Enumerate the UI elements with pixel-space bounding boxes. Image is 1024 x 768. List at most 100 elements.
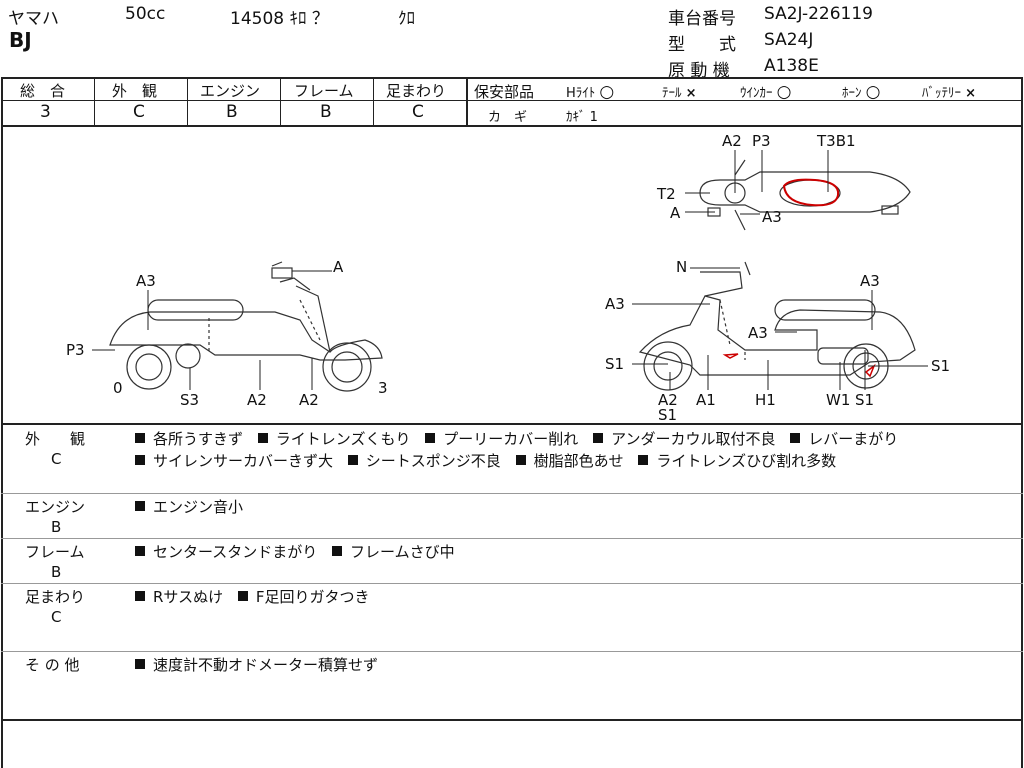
- suspension-grade-label: 足まわり: [386, 82, 447, 100]
- exterior-grade: C: [133, 102, 145, 122]
- left-view-label-a: A: [333, 258, 344, 276]
- defect-item: F足回りガタつき: [237, 588, 370, 606]
- right-view-label-s1-right: S1: [931, 357, 950, 375]
- right-view-label-a3-top: A3: [860, 272, 880, 290]
- right-view-label-s1-bottom2: S1: [855, 391, 874, 409]
- color: ｸﾛ: [398, 9, 415, 29]
- detail-engine-grade: B: [51, 518, 62, 536]
- suspension-grade: C: [412, 102, 424, 122]
- grade-table-mid: [1, 100, 467, 101]
- safety-item-label: Hﾗｲﾄ: [566, 86, 596, 101]
- defect-item: レバーまがり: [790, 430, 898, 448]
- type-label: 型 式: [668, 35, 736, 55]
- right-view-label-h1: H1: [755, 391, 776, 409]
- bullet-square-icon: [332, 546, 343, 556]
- bullet-square-icon: [135, 546, 145, 556]
- bullet-square-icon: [593, 433, 604, 443]
- bullet-square-icon: [638, 455, 649, 465]
- defect-item: ライトレンズくもり: [257, 430, 411, 448]
- key-value: ｶｷﾞ 1: [566, 110, 598, 125]
- right-view-label-n: N: [676, 258, 687, 276]
- defect-item: 樹脂部色あせ: [515, 452, 624, 470]
- defect-item: アンダーカウル取付不良: [593, 430, 775, 448]
- defect-item: センタースタンドまがり: [135, 543, 317, 561]
- top-view-label-t3b1: T3B1: [816, 132, 856, 150]
- detail-engine-label: エンジン: [25, 498, 86, 516]
- top-view-label-a2: A2: [722, 132, 742, 150]
- bullet-square-icon: [257, 433, 268, 443]
- detail-exterior-line1: 各所うすきず ライトレンズくもり プーリーカバー削れ アンダーカウル取付不良 レ…: [135, 428, 908, 449]
- bullet-square-icon: [790, 433, 801, 443]
- safety-item-label: ｳｲﾝｶｰ: [740, 86, 773, 101]
- safety-item-tail: ﾃｰﾙ ×: [662, 82, 697, 101]
- detail-exterior-label: 外 観: [25, 430, 86, 448]
- details-bottom: [1, 719, 1023, 721]
- safety-item-headlight: Hﾗｲﾄ ○: [566, 82, 614, 102]
- safety-parts-label: 保安部品: [474, 83, 535, 101]
- safety-item-status: ○: [865, 82, 881, 102]
- top-view-label-t2: T2: [656, 185, 676, 203]
- safety-item-status: ○: [599, 82, 615, 102]
- details-sep-1: [1, 493, 1023, 494]
- left-view-label-s3: S3: [180, 391, 199, 409]
- safety-mid: [467, 100, 1023, 101]
- right-view-label-s1-bottom: S1: [658, 406, 677, 424]
- defect-item: Rサスぬけ: [135, 588, 223, 606]
- mileage: 14508 ｷﾛ ？: [230, 9, 329, 29]
- frame-right: [1021, 77, 1023, 768]
- engine-grade-label: エンジン: [200, 82, 261, 100]
- right-view-label-a3-left: A3: [605, 295, 625, 313]
- safety-item-label: ﾊﾞｯﾃﾘｰ: [922, 86, 961, 101]
- frame-left: [1, 77, 3, 768]
- grade-table-bottom: [1, 125, 1023, 127]
- maker: ヤマハ: [8, 9, 59, 29]
- safety-item-horn: ﾎｰﾝ ○: [842, 82, 880, 102]
- top-view-label-a3: A3: [762, 208, 782, 226]
- left-view-label-p3: P3: [66, 341, 85, 359]
- top-view-label-a: A: [670, 204, 681, 222]
- detail-frame-label: フレーム: [25, 543, 85, 561]
- engine-model-value: A138E: [764, 56, 819, 76]
- engine-grade: B: [226, 102, 238, 122]
- grade-col-4: [373, 77, 374, 126]
- detail-frame-line1: センタースタンドまがり フレームさび中: [135, 541, 465, 562]
- defect-item: サイレンサーカバーきず大: [135, 452, 333, 470]
- left-view-label-0: 0: [113, 379, 123, 397]
- grade-col-3: [280, 77, 281, 126]
- bullet-square-icon: [135, 501, 145, 511]
- exterior-grade-label: 外 観: [112, 82, 158, 100]
- details-sep-3: [1, 583, 1023, 584]
- model-name: BJ: [9, 28, 32, 52]
- grade-table-top: [1, 77, 1023, 79]
- details-sep-2: [1, 538, 1023, 539]
- right-view-label-a2: A2: [658, 391, 678, 409]
- detail-engine-line1: エンジン音小: [135, 496, 253, 517]
- grade-col-1: [94, 77, 95, 126]
- right-view-label-s1-left: S1: [605, 355, 624, 373]
- bullet-square-icon: [425, 433, 436, 443]
- frame-grade-label: フレーム: [294, 82, 354, 100]
- scooter-diagram: A2 P3 T3B1 T2 A A3 A3 A P3 0 S3 A2 A2 3 …: [66, 132, 950, 424]
- bullet-square-icon: [515, 455, 526, 465]
- right-view-label-w1: W1: [826, 391, 850, 409]
- detail-other-label: そ の 他: [25, 656, 80, 674]
- bullet-square-icon: [237, 591, 248, 601]
- detail-suspension-line1: Rサスぬけ F足回りガタつき: [135, 586, 380, 607]
- type-value: SA24J: [764, 30, 814, 50]
- safety-item-status: ○: [776, 82, 792, 102]
- frame-grade: B: [320, 102, 332, 122]
- safety-item-status: ×: [965, 86, 977, 101]
- details-top: [1, 423, 1023, 425]
- bullet-square-icon: [135, 591, 145, 601]
- left-view-label-a3: A3: [136, 272, 156, 290]
- displacement: 50cc: [125, 4, 166, 24]
- defect-item: ライトレンズひび割れ多数: [638, 452, 836, 470]
- engine-model-label: 原 動 機: [668, 61, 730, 81]
- left-view-label-a2-b: A2: [299, 391, 319, 409]
- right-view-label-a1: A1: [696, 391, 716, 409]
- detail-exterior-line2: サイレンサーカバーきず大 シートスポンジ不良 樹脂部色あせ ライトレンズひび割れ…: [135, 450, 846, 471]
- safety-item-label: ﾎｰﾝ: [842, 86, 862, 101]
- total-label: 総 合: [20, 82, 66, 100]
- scooter-top-view: [699, 159, 911, 231]
- detail-other-line1: 速度計不動オドメーター積算せず: [135, 654, 388, 675]
